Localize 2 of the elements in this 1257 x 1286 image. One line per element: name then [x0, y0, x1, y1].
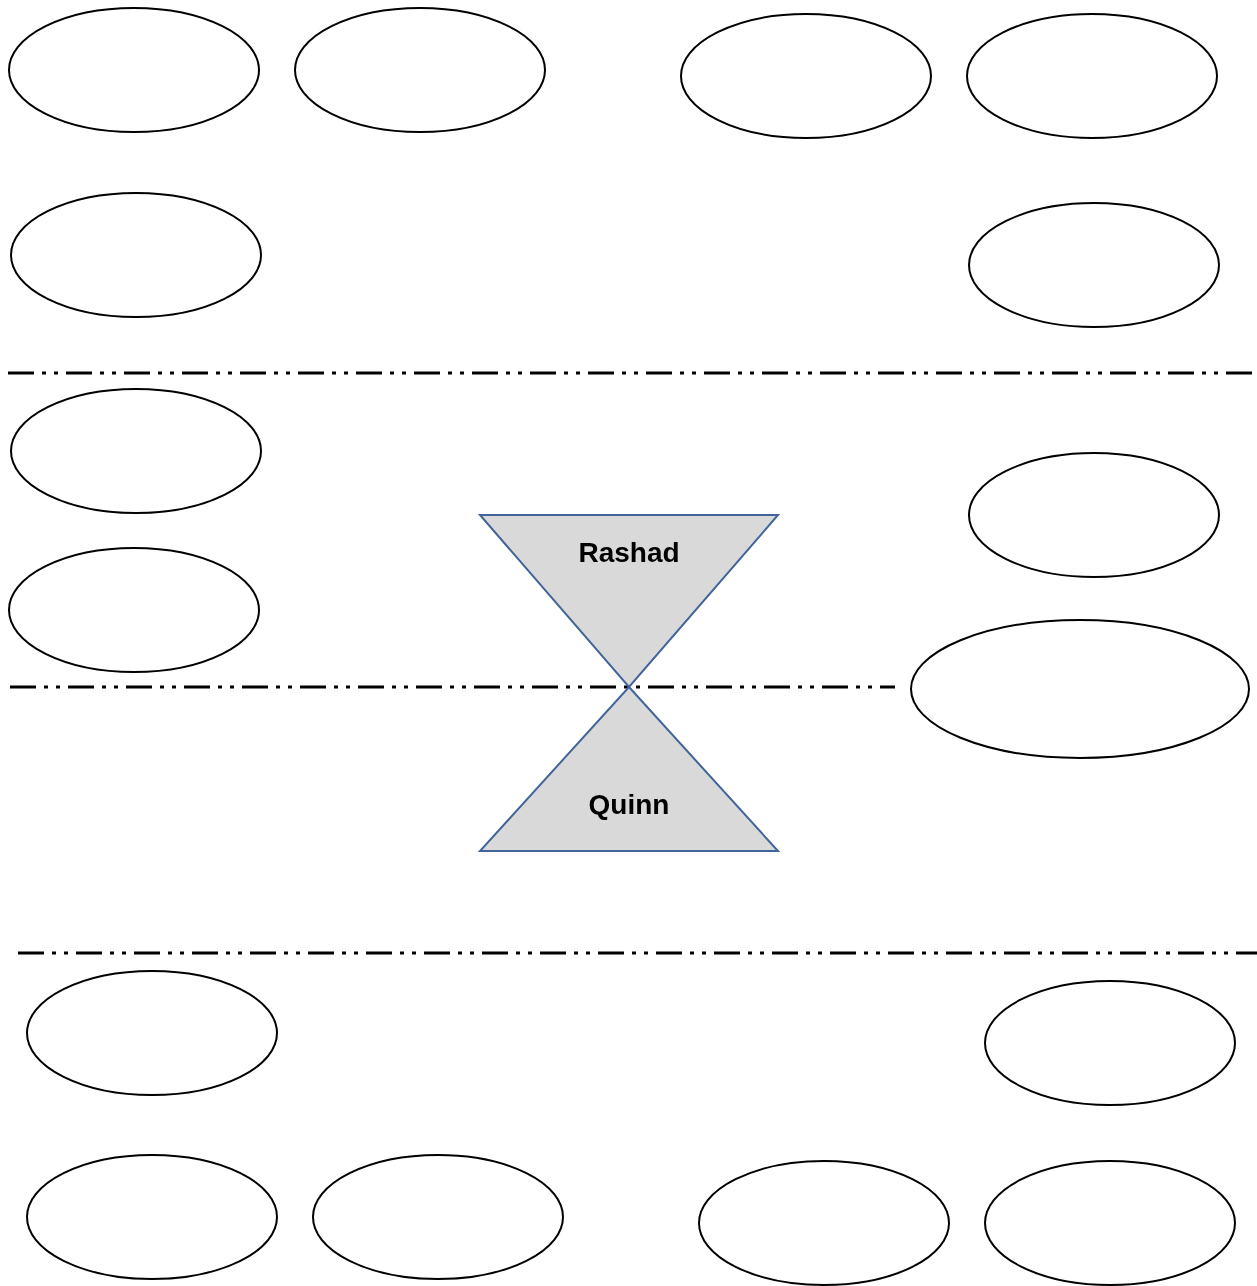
node-label: Quinn [587, 789, 671, 821]
node-label: Rashad [577, 537, 681, 569]
